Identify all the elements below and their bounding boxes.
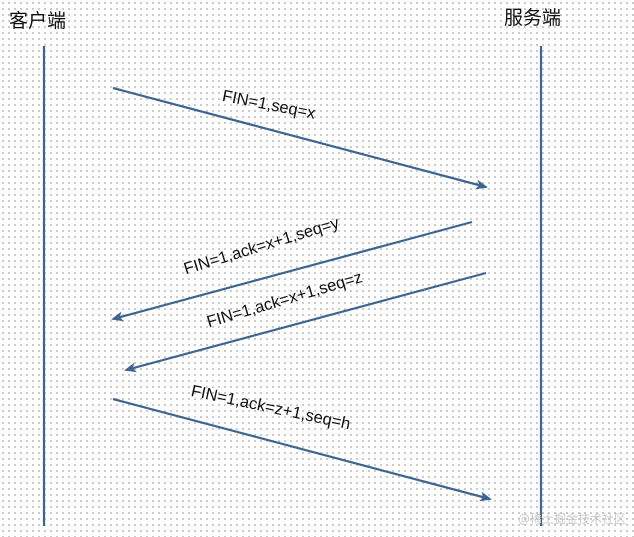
client-label: 客户端 — [9, 10, 67, 32]
message-arrow-2 — [111, 220, 473, 322]
server-label: 服务端 — [504, 7, 562, 29]
watermark: @稀土掘金技术社区 — [517, 512, 626, 526]
message-arrow-3 — [124, 271, 487, 373]
message-arrow-4 — [112, 397, 492, 502]
message-arrow-1 — [112, 86, 488, 190]
